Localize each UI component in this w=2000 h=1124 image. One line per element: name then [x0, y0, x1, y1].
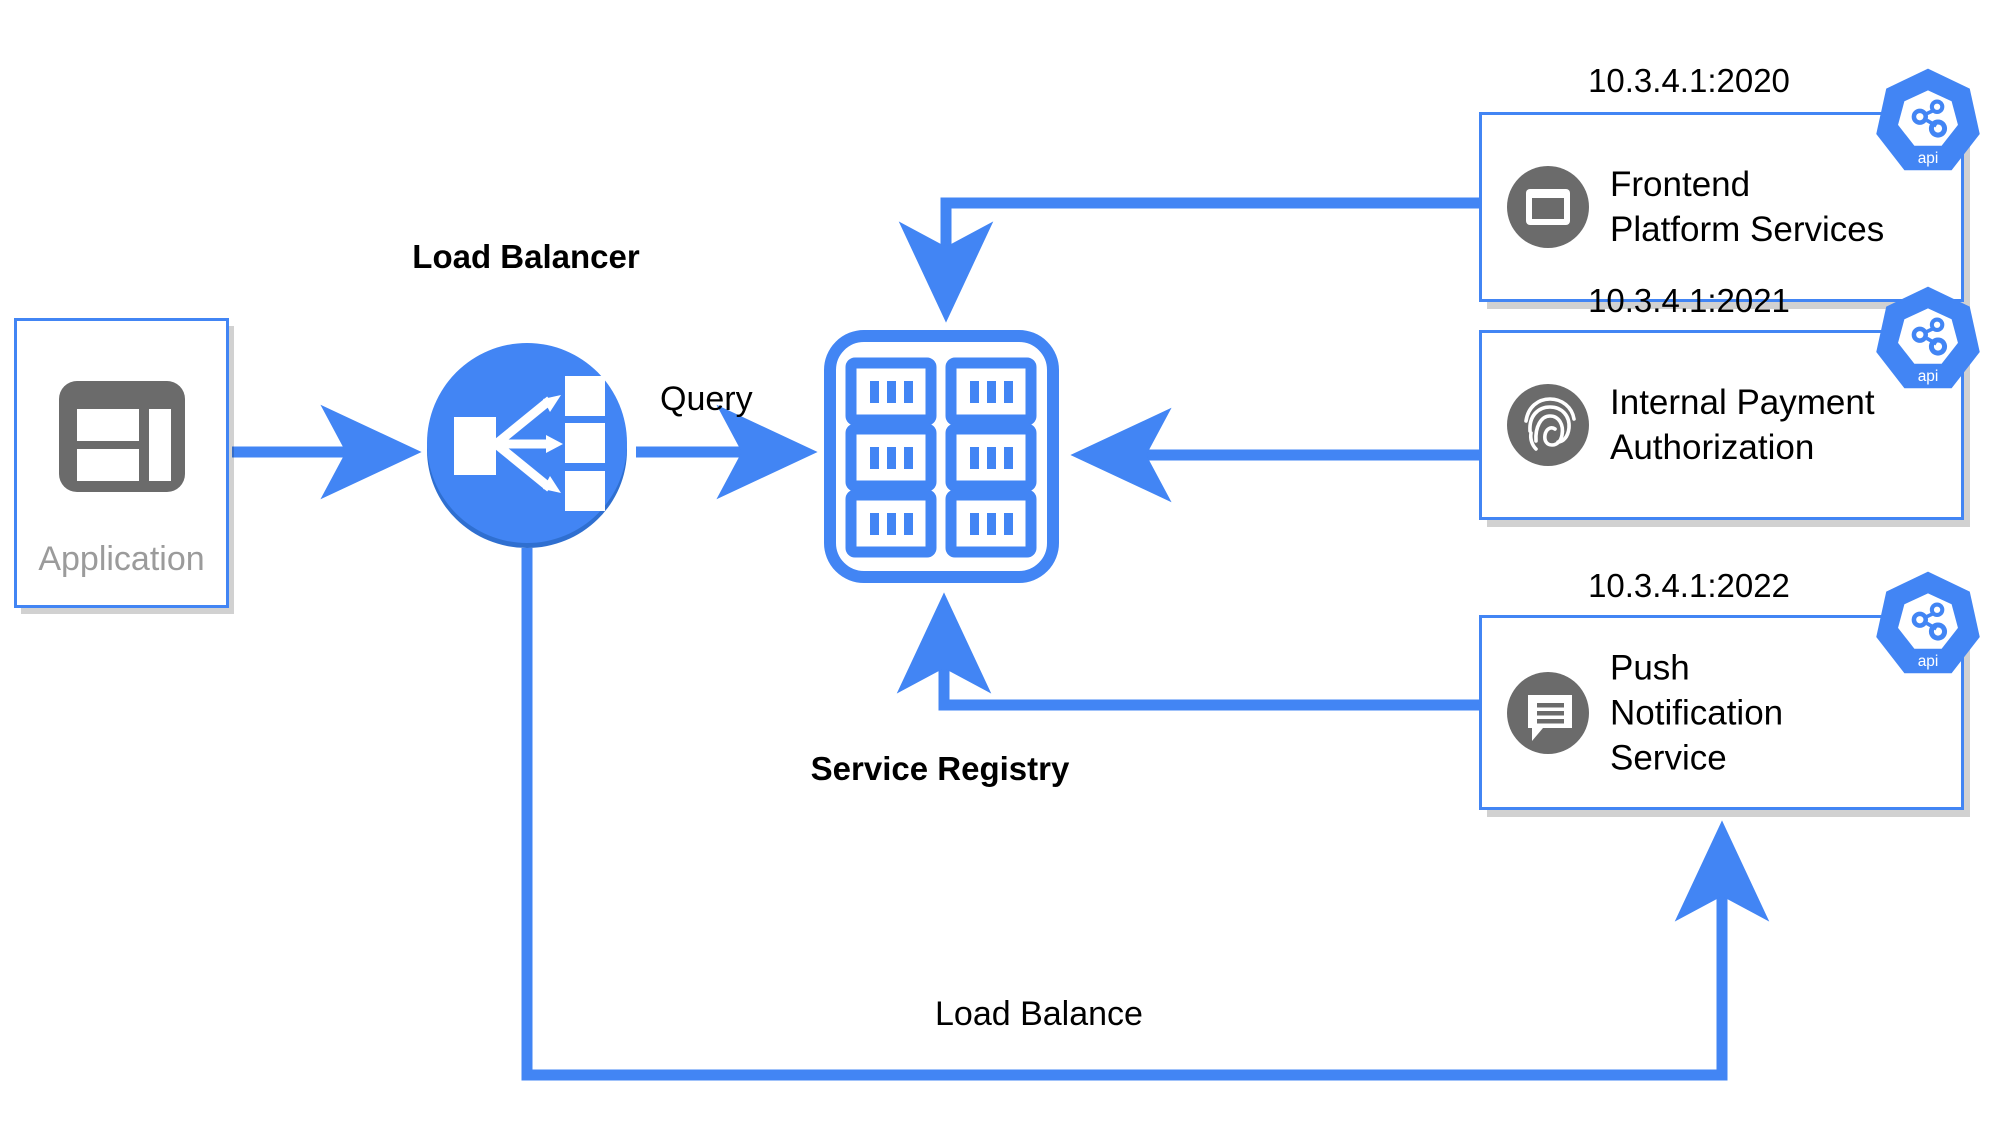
- fingerprint-icon: [1507, 384, 1589, 466]
- api-badge-icon: api: [1876, 286, 1980, 389]
- service-card-push[interactable]: Push Notification Service api: [1479, 571, 1980, 810]
- service-card-payment[interactable]: Internal Payment Authorization api: [1479, 286, 1980, 520]
- svg-text:api: api: [1918, 368, 1939, 385]
- service-registry-title: Service Registry: [810, 750, 1070, 787]
- load-balancer-title: Load Balancer: [412, 238, 640, 275]
- svg-text:api: api: [1918, 653, 1939, 670]
- service-name-0: Frontend Platform Services: [1610, 165, 1885, 249]
- window-app-icon: [1507, 166, 1589, 248]
- message-lines-icon: [1507, 671, 1589, 754]
- edge-label-load-balance: Load Balance: [935, 995, 1143, 1033]
- service-address-1: 10.3.4.1:2021: [1588, 282, 1790, 319]
- service-card-frontend[interactable]: Frontend Platform Services api: [1479, 68, 1980, 302]
- svg-text:api: api: [1918, 150, 1939, 167]
- load-balancer-icon: [427, 343, 627, 548]
- service-name-2: Push Notification Service: [1610, 648, 1784, 777]
- edge-push-to-registry: [896, 592, 1479, 711]
- service-registry-node[interactable]: [824, 330, 1059, 583]
- edge-load-balancer-to-push: [521, 548, 1770, 1081]
- application-label: Application: [38, 540, 205, 578]
- load-balancer-node[interactable]: [422, 338, 632, 548]
- api-badge-icon: api: [1876, 571, 1980, 674]
- service-name-1: Internal Payment Authorization: [1610, 383, 1875, 467]
- app-window-icon: [57, 379, 187, 499]
- api-badge-icon: api: [1876, 68, 1980, 171]
- application-node[interactable]: Application: [14, 318, 229, 608]
- edge-frontend-to-registry: [898, 197, 1479, 323]
- service-registry-grid-icon: [824, 330, 1059, 583]
- service-address-0: 10.3.4.1:2020: [1588, 62, 1790, 99]
- edge-label-query: Query: [660, 380, 753, 418]
- service-address-2: 10.3.4.1:2022: [1588, 567, 1790, 604]
